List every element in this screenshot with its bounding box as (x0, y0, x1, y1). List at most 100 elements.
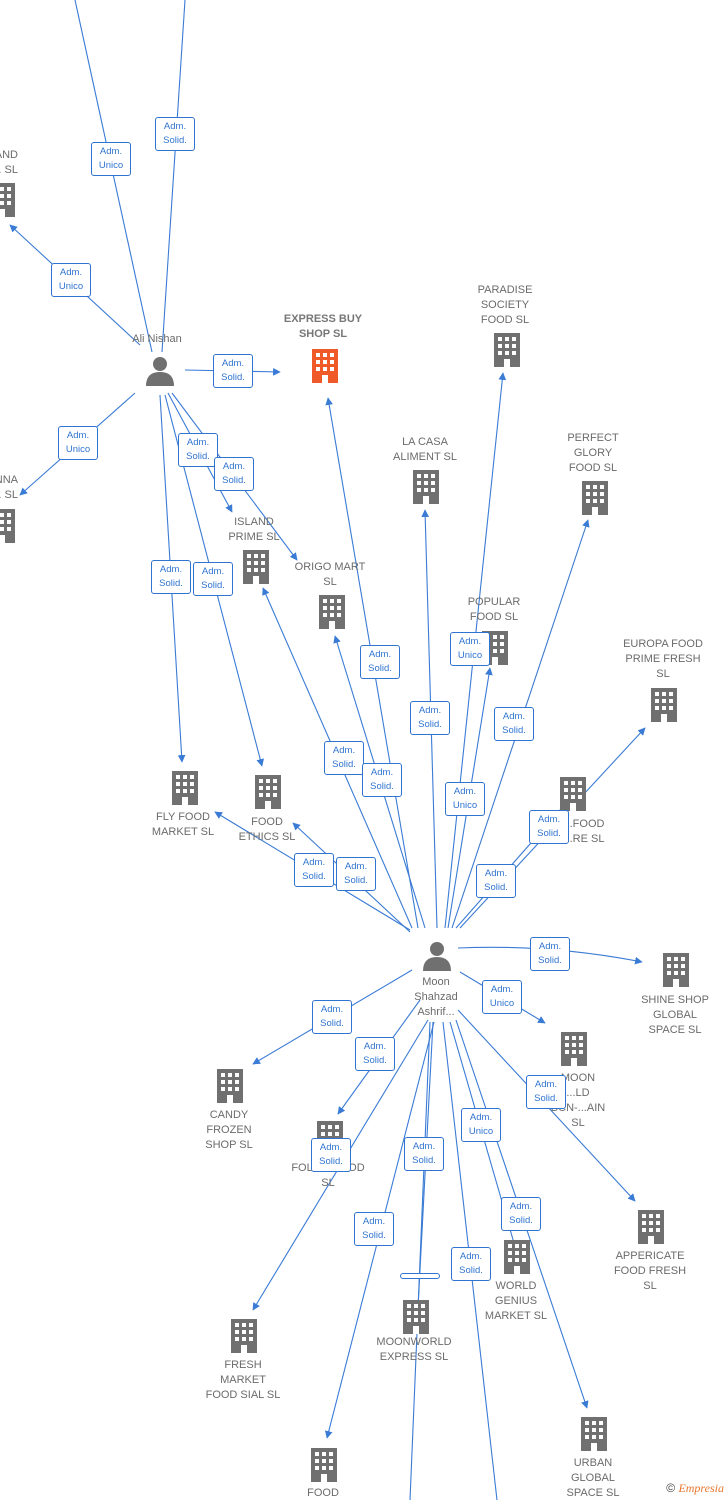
edge-label-line1: Adm. (344, 861, 368, 872)
edge-label-line2: Solid. (418, 719, 442, 730)
edge-label[interactable]: Adm. Solid. (360, 645, 400, 679)
company-label-freshmarket[interactable]: FRESH MARKET FOOD SIAL SL (205, 1359, 281, 1401)
company-label-origo[interactable]: ORIGO MART SL (294, 561, 366, 588)
edge-label-line1: Adm. (368, 649, 392, 660)
edge-label[interactable]: Adm.Unico (91, 142, 131, 176)
company-label-partial1[interactable]: ...AND ... SL (0, 149, 18, 176)
edge-label-line2: Solid. (459, 1265, 483, 1276)
edge-label-line1: Adm. (59, 267, 83, 278)
edge-label[interactable]: Adm.Solid. (155, 117, 195, 151)
edge-label[interactable]: Adm.Unico (482, 980, 522, 1014)
edge-label-line2: Solid. (222, 475, 246, 486)
edge-label-line1: Adm. (163, 121, 187, 132)
company-label-shine[interactable]: SHINE SHOP GLOBAL SPACE SL (641, 994, 709, 1036)
company-label-worldgenius[interactable]: WORLD GENIUS MARKET SL (484, 1280, 548, 1322)
brand-logo: Empresia (678, 1481, 724, 1495)
edge-label-line1: Adm. (469, 1112, 493, 1123)
edge-label[interactable]: Adm.Unico (51, 263, 91, 297)
edge-label[interactable]: Adm.Solid. (151, 560, 191, 594)
building-icon (231, 1319, 257, 1353)
building-icon (561, 1032, 587, 1066)
edge-label-line2: Solid. (363, 1055, 387, 1066)
company-label-paradise[interactable]: PARADISE SOCIETY FOOD SL (477, 284, 533, 326)
company-label-moonworld[interactable]: MOONWORLD EXPRESS SL (376, 1336, 452, 1363)
edge-label[interactable]: Adm. Unico (461, 1108, 501, 1142)
edge-label[interactable]: Adm.Solid. (214, 457, 254, 491)
edge-label-line1: Adm. (490, 984, 514, 995)
edge-label[interactable] (400, 1273, 440, 1279)
edge-label[interactable]: Adm. Unico (58, 426, 98, 460)
edge-label[interactable]: Adm. Solid. (529, 810, 569, 844)
company-label-partial2[interactable]: ...NNA ... SL (0, 474, 18, 501)
edge-label-line2: Solid. (302, 871, 326, 882)
edge-label[interactable]: Adm.Solid. (501, 1197, 541, 1231)
building-icon (403, 1300, 429, 1334)
building-icon (582, 481, 608, 515)
edge-label[interactable]: Adm.Solid. (355, 1037, 395, 1071)
edge-label-line2: Unico (65, 444, 91, 455)
company-label-perfect[interactable]: PERFECT GLORY FOOD SL (567, 432, 619, 474)
edge-label-line1: Adm. (221, 358, 245, 369)
edge-label[interactable]: Adm.Solid. (526, 1075, 566, 1109)
edge-label-line2: Unico (468, 1126, 494, 1137)
edge-label-line2: Solid. (344, 875, 368, 886)
company-label-popular[interactable]: POPULAR FOOD SL (467, 596, 521, 623)
edge-label-line1: Adm. (370, 767, 394, 778)
edge-label[interactable]: Adm.Unico (445, 782, 485, 816)
edge-label[interactable]: Adm.Solid. (178, 433, 218, 467)
edge-label-line2: Unico (452, 800, 478, 811)
building-icon (311, 1448, 337, 1482)
building-icon-highlight (312, 349, 338, 383)
edge-label-line1: Adm. (362, 1216, 386, 1227)
edge-label[interactable]: Adm.Solid. (213, 354, 253, 388)
company-label-flyfood[interactable]: FLY FOOD MARKET SL (151, 811, 215, 838)
company-label-europa[interactable]: EUROPA FOOD PRIME FRESH SL (623, 638, 703, 680)
company-label-lacasa[interactable]: LA CASA ALIMENT SL (393, 436, 457, 463)
edge-label-line2: Solid. (502, 725, 526, 736)
edge-label[interactable]: Adm.Solid. (312, 1000, 352, 1034)
edge-label[interactable]: Adm.Solid. (451, 1247, 491, 1281)
company-label-foodstore[interactable]: ...FOOD ...RE SL (563, 818, 605, 845)
company-label-food[interactable]: FOOD (307, 1487, 339, 1499)
company-label-candy[interactable]: CANDY FROZEN SHOP SL (205, 1109, 253, 1151)
edge-label[interactable]: Adm.Solid. (354, 1212, 394, 1246)
edge-label-line1: Adm. (66, 430, 90, 441)
edge-label-line2: Solid. (484, 882, 508, 893)
edge-label[interactable]: Adm.Solid. (311, 1138, 351, 1172)
edge-label[interactable]: Adm.Solid. (404, 1137, 444, 1171)
edge-label-line1: Adm. (458, 636, 482, 647)
company-label-express[interactable]: EXPRESS BUY SHOP SL (283, 313, 363, 340)
edge-label[interactable]: Adm. Solid. (336, 857, 376, 891)
building-icon (413, 470, 439, 504)
company-label-ethics[interactable]: FOOD ETHICS SL (238, 816, 296, 843)
edge-label-line1: Adm. (537, 814, 561, 825)
person-icon (146, 357, 174, 386)
edge-label-line2: Solid. (186, 451, 210, 462)
building-icon (581, 1417, 607, 1451)
edge-label[interactable]: Adm.Solid. (193, 562, 233, 596)
company-label-urban[interactable]: URBAN GLOBAL SPACE SL (566, 1457, 620, 1499)
building-icon (319, 595, 345, 629)
edge-label-line1: Adm. (484, 868, 508, 879)
edge-label[interactable]: Adm.Solid. (410, 701, 450, 735)
edge-line (161, 0, 186, 353)
edge-label-line2: Solid. (509, 1215, 533, 1226)
edge-label-line2: Solid. (537, 828, 561, 839)
edge-label[interactable]: Adm.Unico (450, 632, 490, 666)
edge-label[interactable]: Adm. Solid. (476, 864, 516, 898)
edge-label[interactable]: Adm.Solid. (294, 853, 334, 887)
person-label-ali[interactable]: Ali Nishan (132, 333, 182, 345)
edge-label[interactable]: Adm.Solid. (324, 741, 364, 775)
edge-label[interactable]: Adm.Solid. (362, 763, 402, 797)
company-label-island[interactable]: ISLAND PRIME SL (228, 516, 280, 543)
edge-label[interactable]: Adm.Solid. (530, 937, 570, 971)
edge-label[interactable]: Adm.Solid. (494, 707, 534, 741)
building-icon (217, 1069, 243, 1103)
building-icon (243, 550, 269, 584)
edge-label-line2: Unico (98, 160, 124, 171)
company-label-appericate[interactable]: APPERICATE FOOD FRESH SL (613, 1250, 687, 1292)
person-label-moon[interactable]: Moon Shahzad Ashrif... (414, 976, 458, 1018)
footer-credit: © Empresia (666, 1481, 724, 1496)
edge-label-line2: Solid. (368, 663, 392, 674)
edge-label-line1: Adm. (201, 566, 225, 577)
